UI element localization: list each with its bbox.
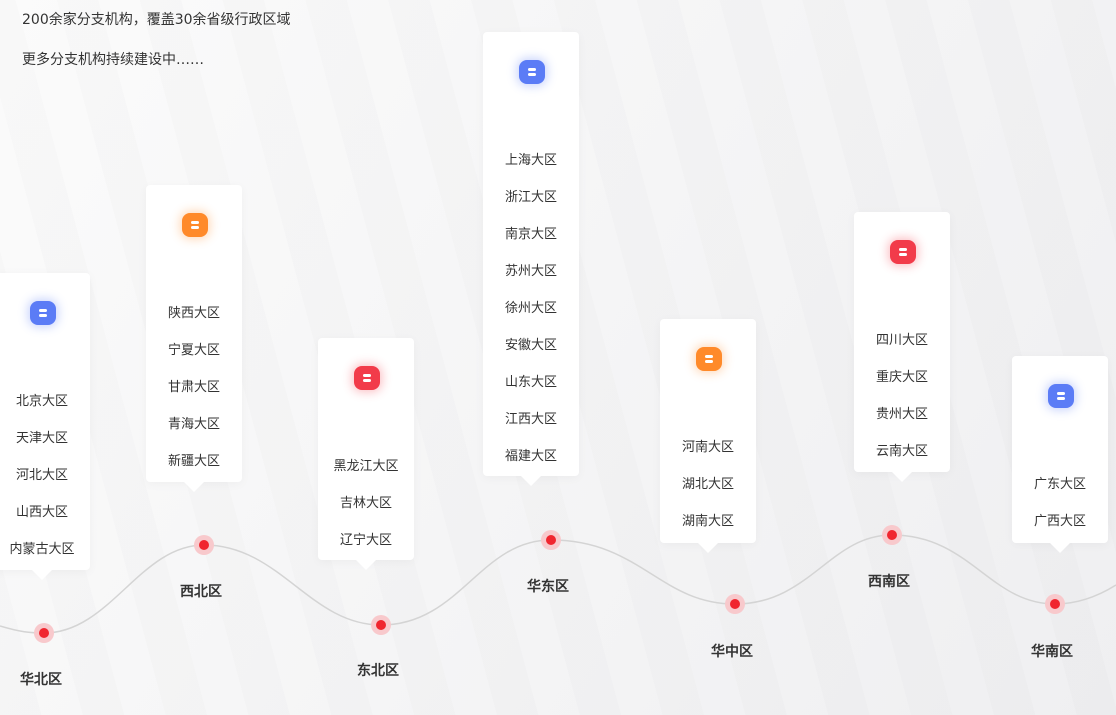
region-card: 陕西大区宁夏大区甘肃大区青海大区新疆大区	[146, 185, 242, 492]
chat-bubble-icon	[519, 60, 545, 84]
region-label: 华北区	[20, 672, 62, 688]
region-card: 黑龙江大区吉林大区辽宁大区	[318, 338, 414, 570]
branch-item: 河北大区	[15, 468, 68, 483]
branch-item: 辽宁大区	[339, 533, 392, 548]
branch-item: 青海大区	[167, 417, 220, 432]
branch-item: 湖南大区	[681, 514, 734, 529]
chat-bubble-icon	[30, 301, 56, 325]
timeline-dot	[546, 535, 556, 545]
region-card: 广东大区广西大区	[1012, 356, 1108, 553]
region-label: 华南区	[1031, 644, 1073, 660]
branch-item: 新疆大区	[167, 454, 220, 469]
chat-bubble-icon	[696, 347, 722, 371]
timeline-dot	[1050, 599, 1060, 609]
branch-item: 浙江大区	[504, 190, 557, 205]
branch-item: 湖北大区	[681, 477, 734, 492]
region-label: 东北区	[357, 663, 399, 679]
region-label: 西北区	[180, 584, 222, 600]
branch-item: 云南大区	[875, 444, 928, 459]
intro-line-1: 200余家分支机构，覆盖30余省级行政区域	[22, 12, 291, 28]
branch-item: 内蒙古大区	[9, 542, 75, 557]
chat-bubble-icon	[890, 240, 916, 264]
chat-bubble-icon	[182, 213, 208, 237]
branch-item: 吉林大区	[339, 496, 392, 511]
branch-item: 南京大区	[504, 227, 557, 242]
branch-item: 山西大区	[15, 505, 68, 520]
branch-item: 广西大区	[1033, 514, 1086, 529]
chat-bubble-icon	[354, 366, 380, 390]
region-card: 上海大区浙江大区南京大区苏州大区徐州大区安徽大区山东大区江西大区福建大区	[483, 32, 579, 486]
timeline-dot	[199, 540, 209, 550]
branch-item: 河南大区	[681, 440, 734, 455]
branch-item: 上海大区	[504, 153, 557, 168]
region-label: 西南区	[868, 574, 910, 590]
branch-item: 安徽大区	[504, 338, 557, 353]
branch-item: 黑龙江大区	[333, 459, 399, 474]
branch-item: 陕西大区	[167, 306, 220, 321]
region-card: 四川大区重庆大区贵州大区云南大区	[854, 212, 950, 482]
chat-bubble-icon	[1048, 384, 1074, 408]
timeline-dot	[730, 599, 740, 609]
intro-line-2: 更多分支机构持续建设中……	[22, 52, 204, 68]
branch-item: 苏州大区	[504, 264, 557, 279]
branch-item: 江西大区	[504, 412, 557, 427]
timeline-dot	[39, 628, 49, 638]
region-label: 华中区	[711, 644, 753, 660]
branch-item: 重庆大区	[875, 370, 928, 385]
region-card: 河南大区湖北大区湖南大区	[660, 319, 756, 553]
branch-item: 徐州大区	[504, 301, 557, 316]
branch-item: 山东大区	[504, 375, 557, 390]
branch-item: 甘肃大区	[167, 380, 220, 395]
region-card: 北京大区天津大区河北大区山西大区内蒙古大区	[0, 273, 90, 580]
branch-item: 广东大区	[1033, 477, 1086, 492]
region-label: 华东区	[527, 579, 569, 595]
timeline-dot	[887, 530, 897, 540]
branch-item: 四川大区	[875, 333, 928, 348]
branch-item: 福建大区	[504, 449, 557, 464]
branch-item: 贵州大区	[875, 407, 928, 422]
branch-item: 宁夏大区	[167, 343, 220, 358]
branch-item: 天津大区	[15, 431, 68, 446]
timeline-dot	[376, 620, 386, 630]
branch-item: 北京大区	[15, 394, 68, 409]
